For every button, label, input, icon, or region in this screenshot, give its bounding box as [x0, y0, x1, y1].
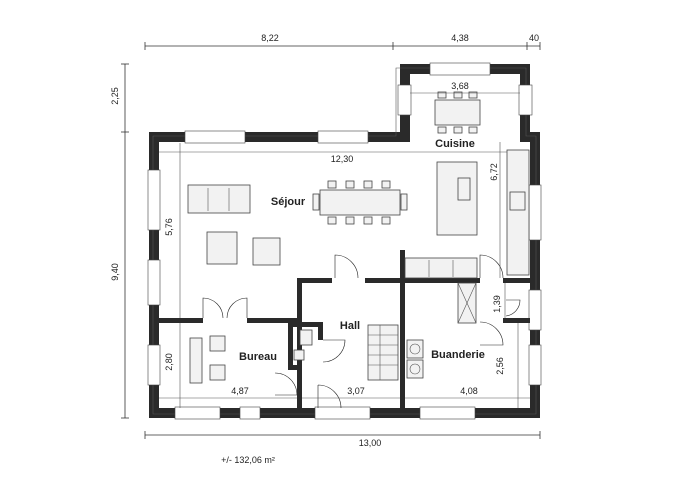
dim-buanderie-width: 4,08 — [460, 386, 478, 396]
doors — [202, 254, 521, 409]
room-sejour: Séjour — [271, 196, 306, 208]
exterior-walls — [149, 64, 540, 418]
dim-bureau-height: 2,80 — [164, 353, 174, 371]
dimension-labels: 8,22 4,38 40 2,25 9,40 13,00 3,68 12,30 … — [110, 33, 539, 448]
dim-bureau-width: 4,87 — [231, 386, 249, 396]
dim-top-mid: 4,38 — [451, 33, 469, 43]
room-bureau: Bureau — [239, 351, 277, 363]
total-area: +/- 132,06 m² — [221, 455, 275, 465]
room-labels: Séjour Cuisine Hall Bureau Buanderie — [239, 138, 485, 363]
dim-interior-width: 12,30 — [331, 154, 354, 164]
furniture — [187, 91, 530, 384]
room-cuisine: Cuisine — [435, 138, 475, 150]
windows — [147, 62, 542, 420]
dim-top-left: 8,22 — [261, 33, 279, 43]
staircase — [367, 324, 399, 381]
dim-buanderie-height: 2,56 — [495, 357, 505, 375]
dim-bottom-total: 13,00 — [359, 438, 382, 448]
dim-top-right: 40 — [529, 33, 539, 43]
dim-left-top: 2,25 — [110, 87, 120, 105]
dimension-lines — [121, 42, 541, 439]
room-buanderie: Buanderie — [431, 349, 485, 361]
interior-walls — [159, 250, 530, 408]
dim-sejour-height: 5,76 — [164, 218, 174, 236]
room-hall: Hall — [340, 320, 360, 332]
dim-closet-height: 1,39 — [492, 295, 502, 313]
dim-left-main: 9,40 — [110, 263, 120, 281]
dim-cuisine-height: 6,72 — [489, 163, 499, 181]
dim-hall-width: 3,07 — [347, 386, 365, 396]
dim-cuisine-width: 3,68 — [451, 81, 469, 91]
